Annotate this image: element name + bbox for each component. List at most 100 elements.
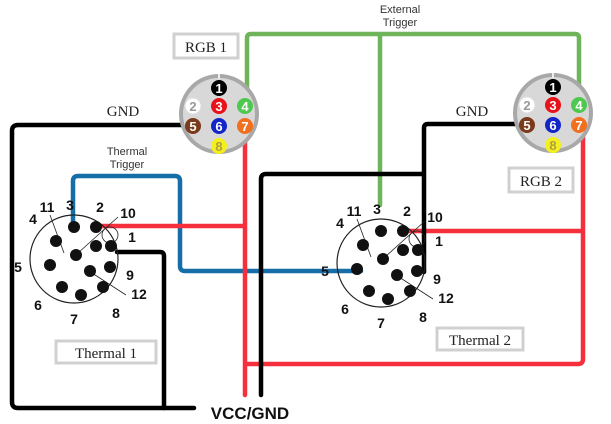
rgb-pin-5: 5 (519, 117, 535, 133)
thermal-pin-10 (90, 240, 102, 252)
thermal-pin-9 (411, 265, 423, 277)
connector-outline (29, 214, 119, 304)
thermal-pin-10 (397, 244, 409, 256)
thermal-pin-label: 6 (341, 301, 349, 317)
thermal-pin-label: 5 (14, 259, 22, 275)
rgb-pin-number: 1 (549, 80, 556, 95)
rgb-pin-number: 7 (241, 119, 248, 134)
thermal-pin-label: 3 (66, 197, 74, 213)
thermal2-label: Thermal 2 (449, 333, 511, 349)
rgb-pin-4: 4 (571, 97, 587, 113)
thermal-pin-8 (404, 285, 416, 297)
rgb-pin-number: 2 (189, 99, 196, 114)
thermal-pin-label: 11 (347, 203, 362, 219)
thermal-pin-1 (105, 240, 117, 252)
thermal-pin-4 (357, 239, 369, 251)
thermal-pin-5 (351, 263, 363, 275)
rgb-pin-number: 8 (215, 139, 222, 154)
thermal-pin-label: 1 (435, 233, 443, 249)
rgb1-connector: 1 2 3 4 5 6 7 8 (179, 74, 259, 154)
rgb-pin-2: 2 (184, 97, 202, 115)
thermal-pin-label: 5 (321, 263, 329, 279)
vcc-gnd-label: VCC/GND (211, 404, 289, 423)
rgb-pin-1: 1 (545, 79, 561, 95)
rgb-pin-number: 4 (575, 98, 583, 113)
thermal-pin-label: 9 (433, 271, 441, 287)
rgb-pin-number: 5 (189, 119, 196, 134)
thermal-pin-7 (382, 293, 394, 305)
rgb-pin-number: 1 (215, 81, 222, 96)
thermal-pin-label: 12 (438, 290, 454, 306)
rgb-pin-number: 6 (549, 118, 556, 133)
rgb-pin-2: 2 (518, 96, 536, 114)
wire-external-trigger (244, 31, 582, 208)
thermal1-label-box: Thermal 1 (54, 339, 158, 365)
rgb-pin-1: 1 (211, 80, 227, 96)
connector-outline (336, 218, 426, 308)
thermal-pin-6 (56, 281, 68, 293)
thermal-pin-label: 6 (34, 297, 42, 313)
thermal-pin-7 (75, 289, 87, 301)
thermal-pin-label: 4 (29, 211, 37, 227)
rgb1-label: RGB 1 (185, 40, 227, 56)
rgb-pin-number: 5 (523, 118, 530, 133)
wire-gnd-thermal1 (114, 249, 167, 411)
thermal-trigger-label-line2: Trigger (110, 159, 145, 171)
thermal-pin-label: 10 (120, 205, 136, 221)
thermal-pin-label: 10 (427, 209, 443, 225)
rgb2-label-box: RGB 2 (507, 166, 575, 194)
rgb-pin-number: 2 (523, 98, 530, 113)
rgb1-label-box: RGB 1 (172, 32, 240, 60)
rgb2-label: RGB 2 (520, 174, 562, 190)
rgb-pin-8: 8 (211, 138, 227, 154)
thermal-pin-12 (391, 269, 403, 281)
thermal-pin-12 (84, 265, 96, 277)
thermal-pin-4 (50, 235, 62, 247)
thermal-pin-label: 9 (126, 267, 134, 283)
rgb-pin-5: 5 (185, 118, 201, 134)
wire-gnd-right (258, 121, 527, 398)
wire-gnd-left (9, 122, 197, 411)
thermal-pin-label: 2 (403, 203, 411, 219)
thermal-pin-label: 12 (131, 286, 147, 302)
thermal-pin-label: 2 (96, 199, 104, 215)
thermal-pin-2 (90, 221, 102, 233)
gnd-left-label: GND (107, 104, 140, 120)
thermal-pin-label: 4 (336, 215, 344, 231)
rgb-pin-number: 4 (241, 99, 249, 114)
thermal-pin-1 (412, 244, 424, 256)
rgb-pin-4: 4 (237, 98, 253, 114)
rgb2-connector: 1 2 3 4 5 6 7 8 (513, 73, 593, 153)
thermal-pin-11 (377, 253, 389, 265)
thermal-pin-2 (397, 225, 409, 237)
thermal-pin-9 (104, 261, 116, 273)
rgb-pin-8: 8 (545, 137, 561, 153)
thermal-pin-3 (68, 221, 80, 233)
external-trigger-label-line1: External (380, 4, 420, 16)
thermal-trigger-label-line1: Thermal (107, 146, 147, 158)
rgb-pin-number: 7 (575, 118, 582, 133)
thermal-pin-label: 8 (112, 305, 120, 321)
thermal-pin-label: 7 (377, 315, 385, 331)
thermal-pin-label: 11 (40, 199, 55, 215)
rgb-pin-number: 3 (549, 98, 556, 113)
thermal-pin-3 (375, 225, 387, 237)
thermal-pin-label: 3 (373, 201, 381, 217)
thermal-pin-label: 8 (419, 309, 427, 325)
thermal-pin-label: 1 (128, 229, 136, 245)
rgb-pin-number: 3 (215, 99, 222, 114)
rgb-pin-7: 7 (237, 118, 253, 134)
thermal-pin-label: 7 (70, 311, 78, 327)
external-trigger-label-line2: Trigger (383, 17, 418, 29)
rgb-pin-3: 3 (211, 98, 227, 114)
thermal-pin-5 (44, 259, 56, 271)
rgb-pin-6: 6 (211, 118, 227, 134)
wire-thermal-trigger (70, 173, 364, 274)
rgb-pin-number: 8 (549, 138, 556, 153)
thermal-pin-8 (97, 281, 109, 293)
thermal2-label-box: Thermal 2 (435, 326, 525, 352)
rgb-pin-number: 6 (215, 119, 222, 134)
